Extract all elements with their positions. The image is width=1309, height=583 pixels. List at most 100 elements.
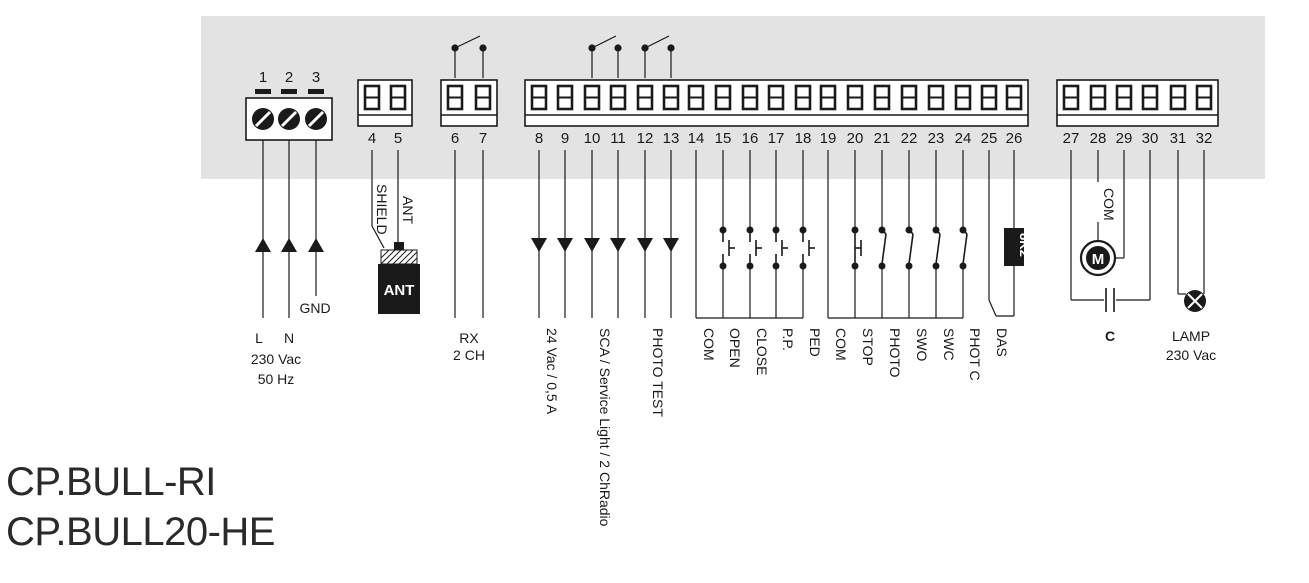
label-photc: PHOT C	[967, 328, 983, 381]
label-motor-com: COM	[1101, 188, 1117, 221]
terminal-14: 14	[688, 130, 705, 147]
push-button-no	[719, 226, 735, 270]
terminal-blocks	[357, 79, 1219, 127]
command-labels: COM OPEN CLOSE P.P. PED	[701, 328, 823, 375]
safety-labels: COM STOP PHOTO SWO SWC PHOT C	[833, 328, 983, 381]
label-open: OPEN	[727, 328, 743, 368]
label-power-frequency: 50 Hz	[258, 371, 295, 387]
label-8k2: 8K2	[1017, 233, 1032, 257]
terminal-2: 2	[285, 69, 293, 86]
antenna-box-label: ANT	[384, 282, 415, 299]
outputs-terminal-block	[1056, 79, 1219, 127]
phototest-relay-contact	[641, 35, 675, 78]
model-name-1: CP.BULL-RI	[6, 460, 216, 504]
push-button-no	[799, 226, 815, 270]
motor-connection: M COM C	[1070, 150, 1151, 344]
contact-nc	[905, 226, 914, 270]
antenna-box	[378, 264, 420, 314]
terminal-numbers-bottom: 4 5 6 7 8 9 10 11 12 13 14 15 16 17 18 19 20 21 22 23 24 25 26…	[368, 130, 1213, 147]
terminal-18: 18	[795, 130, 812, 147]
label-ped: PED	[807, 328, 823, 357]
antenna-connection: ANT SHIELD ANT	[371, 150, 420, 314]
rx-relay-contact	[451, 35, 487, 78]
terminal-26: 26	[1006, 130, 1023, 147]
label-shield: SHIELD	[374, 184, 390, 235]
terminal-25: 25	[981, 130, 998, 147]
label-photo: PHOTO	[887, 328, 903, 378]
terminal-8: 8	[535, 130, 543, 147]
label-gnd: GND	[299, 300, 330, 316]
terminal-32: 32	[1196, 130, 1213, 147]
label-close: CLOSE	[754, 328, 770, 375]
accessory-wires: 24 Vac / 0,5 A SCA / Service Light / 2 C…	[531, 150, 679, 527]
terminal-4: 4	[368, 130, 376, 147]
terminal-19: 19	[820, 130, 837, 147]
terminal-9: 9	[561, 130, 569, 147]
terminal-27: 27	[1063, 130, 1080, 147]
label-swc: SWC	[941, 328, 957, 361]
terminal-23: 23	[928, 130, 945, 147]
terminal-20: 20	[847, 130, 864, 147]
terminal-5: 5	[394, 130, 402, 147]
push-button-no	[772, 226, 788, 270]
model-name-2: CP.BULL20-HE	[6, 510, 275, 554]
command-inputs	[695, 150, 804, 319]
terminal-17: 17	[768, 130, 785, 147]
label-sca: SCA / Service Light / 2 ChRadio	[597, 328, 613, 527]
terminal-7: 7	[479, 130, 487, 147]
terminal-11: 11	[610, 130, 626, 147]
label-rx-channels: 2 CH	[453, 347, 485, 363]
label-L: L	[255, 330, 263, 346]
terminal-21: 21	[874, 130, 891, 147]
contact-nc	[959, 226, 968, 270]
label-motor: M	[1092, 251, 1105, 268]
label-pp: P.P.	[780, 328, 796, 351]
label-das: DAS	[994, 328, 1010, 357]
label-swo: SWO	[914, 328, 930, 362]
terminal-30: 30	[1142, 130, 1159, 147]
label-phototest: PHOTO TEST	[650, 328, 666, 417]
label-lamp: LAMP	[1172, 328, 1210, 344]
terminal-29: 29	[1116, 130, 1133, 147]
relay-contacts	[451, 35, 675, 78]
inputs-terminal-block	[524, 79, 1029, 127]
resistor-8k2	[1004, 228, 1024, 266]
label-lamp-voltage: 230 Vac	[1166, 347, 1216, 363]
terminal-12: 12	[637, 130, 654, 147]
sca-relay-contact	[588, 35, 622, 78]
das-connection: 8K2 DAS	[988, 150, 1032, 357]
label-stop: STOP	[860, 328, 876, 366]
terminal-15: 15	[715, 130, 732, 147]
terminal-24: 24	[955, 130, 972, 147]
antenna-terminal-block	[357, 79, 413, 127]
label-com-2: COM	[833, 328, 849, 361]
stop-button-nc	[851, 226, 862, 270]
label-ant: ANT	[400, 196, 416, 224]
terminal-10: 10	[584, 130, 601, 147]
safety-inputs	[827, 150, 964, 319]
terminal-16: 16	[742, 130, 759, 147]
rx-terminal-block	[440, 79, 498, 127]
push-button-no	[746, 226, 762, 270]
terminal-1: 1	[259, 69, 267, 86]
terminal-22: 22	[901, 130, 918, 147]
label-com-1: COM	[701, 328, 717, 361]
power-wires: L N 230 Vac 50 Hz GND	[251, 140, 331, 387]
lamp-connection: LAMP 230 Vac	[1166, 150, 1216, 363]
terminal-3: 3	[312, 69, 320, 86]
terminal-31: 31	[1170, 130, 1187, 147]
contact-nc	[878, 226, 887, 270]
terminal-numbers-top: 1 2 3	[259, 69, 320, 86]
power-terminal-block	[245, 89, 333, 141]
label-power-voltage: 230 Vac	[251, 351, 301, 367]
label-rx: RX	[459, 330, 479, 346]
label-N: N	[284, 330, 294, 346]
terminal-13: 13	[663, 130, 680, 147]
contact-nc	[932, 226, 941, 270]
terminal-6: 6	[451, 130, 459, 147]
rx-connection: RX 2 CH	[453, 150, 485, 363]
terminal-28: 28	[1090, 130, 1107, 147]
normally-closed-contacts	[878, 226, 968, 270]
label-capacitor: C	[1105, 328, 1115, 344]
